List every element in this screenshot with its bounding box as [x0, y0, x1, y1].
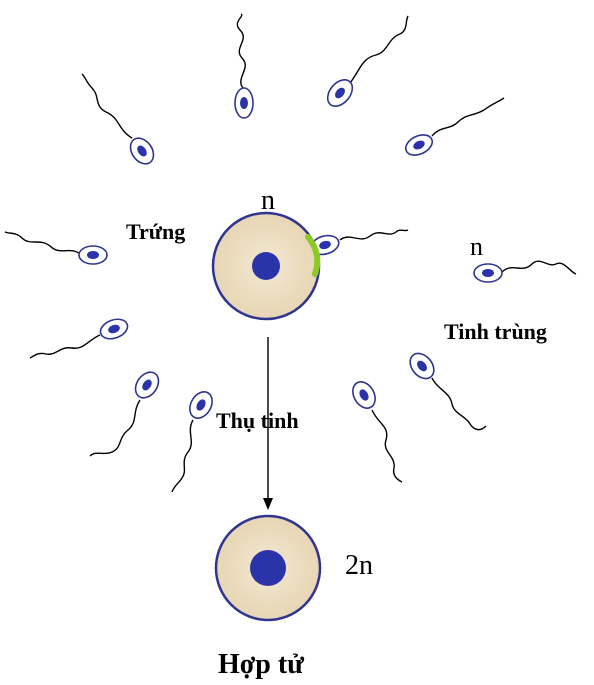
sperm-ploidy-label: n [470, 232, 483, 261]
sperm-nucleus [196, 399, 206, 411]
sperm-nucleus [87, 251, 99, 259]
arrow-head [263, 498, 273, 510]
sperm-nucleus [142, 379, 152, 391]
egg-cell [211, 211, 321, 321]
sperm-tail [339, 229, 409, 241]
sperm-cell [310, 229, 409, 256]
sperm-tail [236, 13, 246, 89]
sperm-cell [171, 391, 213, 493]
sperm-nucleus [108, 324, 120, 334]
sperm-nucleus [319, 240, 331, 250]
sperm-nucleus [413, 140, 425, 150]
zygote-ploidy-label: 2n [345, 550, 373, 581]
sperm-nucleus [137, 145, 147, 157]
sperm-cell [29, 318, 129, 359]
sperm-nucleus [482, 269, 494, 277]
sperm-nucleus [359, 389, 369, 401]
sperm-cell [326, 15, 409, 107]
sperm-cell [234, 13, 254, 119]
sperm-cell [409, 352, 487, 431]
sperm-cell [89, 371, 160, 457]
sperm-tail [431, 377, 487, 431]
sperm-nucleus [417, 360, 427, 372]
zygote-label: Hợp tử [218, 649, 304, 680]
sperm-tail [431, 97, 505, 137]
sperm-tail [501, 260, 577, 275]
sperm-label: Tinh trùng [444, 319, 547, 344]
sperm-cell [352, 381, 403, 483]
contact-mark [305, 234, 321, 277]
fertilization-label: Thụ tinh [216, 408, 299, 433]
sperm-cell [81, 73, 155, 165]
sperm-nucleus [240, 97, 248, 109]
sperm-tail [4, 231, 81, 255]
zygote-nucleus [250, 550, 286, 586]
sperm-nucleus [335, 87, 345, 99]
sperm-tail [371, 409, 403, 483]
sperm-tail [89, 399, 141, 457]
zygote-cell [214, 514, 322, 622]
sperm-cell [473, 260, 577, 283]
egg-label: Trứng [126, 219, 186, 244]
sperm-tail [171, 419, 194, 493]
sperm-tail [349, 15, 409, 84]
sperm-cell [404, 97, 505, 156]
egg-nucleus [252, 252, 280, 280]
egg-ploidy-label: n [261, 185, 275, 216]
fertilization-arrow [263, 337, 273, 510]
sperm-cell [4, 231, 108, 265]
sperm-tail [81, 73, 133, 139]
sperm-tail [29, 334, 101, 359]
